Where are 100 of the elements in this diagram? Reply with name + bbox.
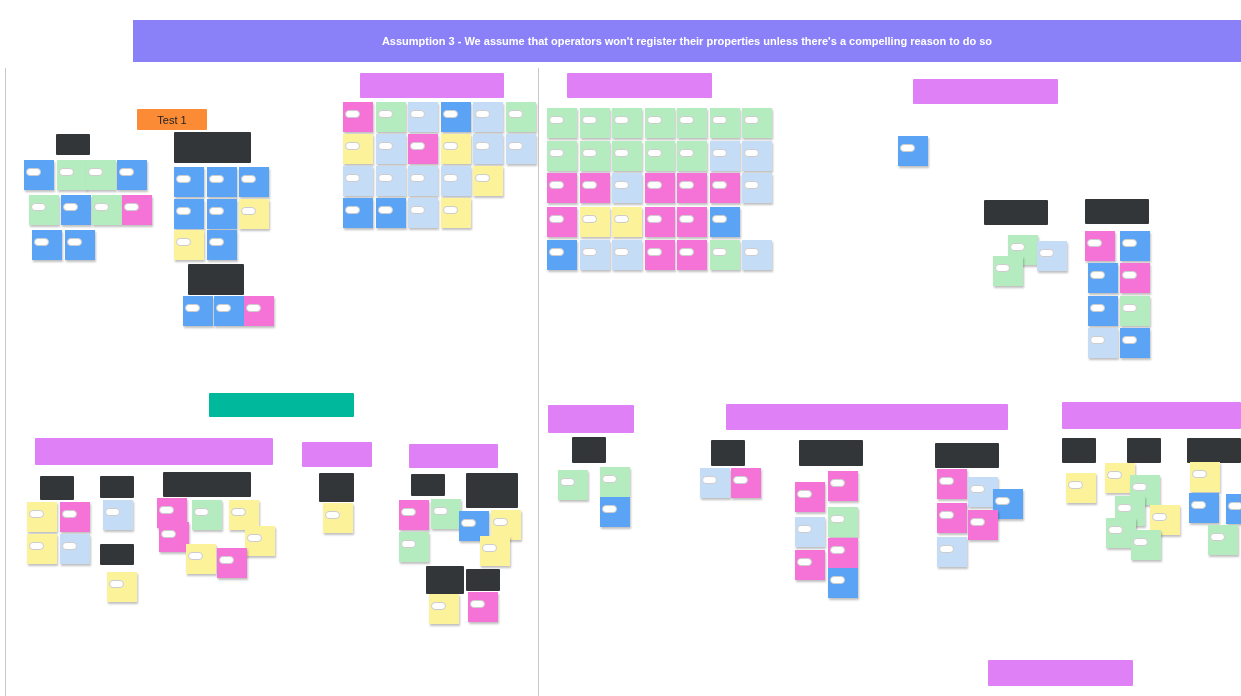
sticky-note bbox=[459, 511, 489, 541]
sticky-note bbox=[408, 134, 438, 164]
sticky-note bbox=[677, 207, 707, 237]
sticky-note bbox=[600, 467, 630, 497]
dark-header-box bbox=[1085, 199, 1149, 224]
sticky-note bbox=[547, 207, 577, 237]
section-header-box bbox=[302, 442, 372, 467]
sticky-note bbox=[937, 537, 967, 567]
sticky-note bbox=[579, 141, 610, 171]
section-header-box bbox=[35, 438, 273, 465]
sticky-note bbox=[174, 167, 204, 197]
sticky-note bbox=[612, 207, 642, 237]
dark-header-box bbox=[935, 443, 999, 468]
sticky-note bbox=[547, 141, 577, 171]
sticky-note bbox=[709, 141, 740, 171]
sticky-note bbox=[709, 173, 740, 203]
sticky-note bbox=[159, 522, 189, 552]
dark-header-box bbox=[411, 474, 445, 496]
dark-header-box bbox=[174, 132, 251, 163]
sticky-note bbox=[192, 500, 222, 530]
sticky-note bbox=[579, 108, 610, 138]
dark-header-box bbox=[1127, 438, 1161, 463]
sticky-note bbox=[473, 102, 503, 132]
sticky-note bbox=[644, 108, 675, 138]
sticky-note bbox=[828, 568, 858, 598]
sticky-note bbox=[612, 108, 642, 138]
sticky-note bbox=[1131, 530, 1161, 560]
sticky-note bbox=[440, 102, 471, 132]
sticky-note bbox=[700, 468, 730, 498]
sticky-note bbox=[579, 240, 610, 270]
sticky-note bbox=[677, 240, 707, 270]
sticky-note bbox=[408, 166, 438, 196]
dark-header-box bbox=[100, 544, 134, 565]
sticky-note bbox=[937, 503, 967, 533]
sticky-note bbox=[375, 198, 406, 228]
dark-header-box bbox=[572, 437, 606, 463]
sticky-note bbox=[993, 489, 1023, 519]
sticky-note bbox=[968, 510, 998, 540]
sticky-note bbox=[505, 134, 536, 164]
sticky-note bbox=[547, 173, 577, 203]
sticky-note bbox=[323, 503, 353, 533]
section-header-box bbox=[567, 73, 712, 98]
sticky-note bbox=[1120, 263, 1150, 293]
dark-header-box bbox=[100, 476, 134, 498]
sticky-note bbox=[579, 207, 610, 237]
dark-header-box bbox=[319, 473, 354, 502]
sticky-note bbox=[61, 195, 91, 225]
sticky-note bbox=[547, 108, 577, 138]
sticky-note bbox=[742, 141, 772, 171]
sticky-note bbox=[709, 240, 740, 270]
sticky-note bbox=[505, 102, 536, 132]
sticky-note bbox=[644, 141, 675, 171]
dark-header-box bbox=[711, 440, 745, 466]
sticky-note bbox=[343, 134, 373, 164]
sticky-note bbox=[1088, 263, 1118, 293]
sticky-note bbox=[207, 230, 237, 260]
sticky-note bbox=[677, 173, 707, 203]
sticky-note bbox=[440, 134, 471, 164]
sticky-note bbox=[217, 548, 247, 578]
sticky-note bbox=[86, 160, 116, 190]
dark-header-box bbox=[466, 473, 518, 508]
sticky-note bbox=[612, 240, 642, 270]
section-header-box bbox=[409, 444, 498, 468]
sticky-note bbox=[343, 198, 373, 228]
sticky-note bbox=[1150, 505, 1180, 535]
sticky-note bbox=[440, 198, 471, 228]
sticky-note bbox=[60, 534, 90, 564]
sticky-note bbox=[117, 160, 147, 190]
sticky-note bbox=[1066, 473, 1096, 503]
sticky-note bbox=[343, 102, 373, 132]
sticky-note bbox=[709, 207, 740, 237]
sticky-note bbox=[473, 134, 503, 164]
sticky-note bbox=[245, 526, 275, 556]
sticky-note bbox=[174, 199, 204, 229]
sticky-note bbox=[214, 296, 244, 326]
sticky-note bbox=[229, 500, 259, 530]
dark-header-box bbox=[799, 440, 863, 466]
sticky-note bbox=[399, 532, 429, 562]
sticky-note bbox=[731, 468, 761, 498]
sticky-note bbox=[1120, 328, 1150, 358]
section-header-box bbox=[360, 73, 504, 98]
sticky-note bbox=[1189, 493, 1219, 523]
sticky-note bbox=[92, 195, 122, 225]
dark-header-box bbox=[1187, 438, 1241, 463]
sticky-note bbox=[399, 500, 429, 530]
sticky-note bbox=[491, 510, 521, 540]
sticky-note bbox=[1190, 462, 1220, 492]
sticky-note bbox=[239, 167, 269, 197]
sticky-note bbox=[612, 173, 642, 203]
sticky-note bbox=[644, 173, 675, 203]
sticky-note bbox=[600, 497, 630, 527]
sticky-note bbox=[57, 160, 87, 190]
sticky-note bbox=[644, 207, 675, 237]
sticky-note bbox=[244, 296, 274, 326]
sticky-note bbox=[207, 167, 237, 197]
sticky-note bbox=[828, 471, 858, 501]
sticky-note bbox=[107, 572, 137, 602]
section-header-box bbox=[988, 660, 1133, 686]
sticky-note bbox=[186, 544, 216, 574]
sticky-note bbox=[1120, 231, 1150, 261]
